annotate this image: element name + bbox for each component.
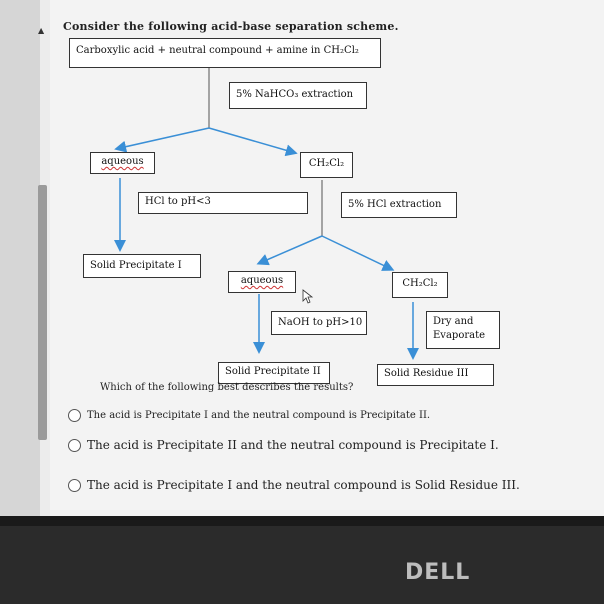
answer-option-2[interactable]: The acid is Precipitate II and the neutr… xyxy=(68,438,499,452)
option-label: The acid is Precipitate I and the neutra… xyxy=(87,410,431,421)
question-prompt: Which of the following best describes th… xyxy=(100,382,354,393)
left-panel xyxy=(0,0,40,520)
acidify-box: HCl to pH<3 xyxy=(138,192,308,214)
radio-button[interactable] xyxy=(68,409,81,422)
flowchart-arrows xyxy=(114,68,419,360)
radio-button[interactable] xyxy=(68,438,81,452)
aqueous2-label: aqueous xyxy=(240,275,284,286)
aqueous1-box: aqueous xyxy=(90,152,155,174)
aqueous2-box: aqueous xyxy=(228,271,296,293)
bezel-edge xyxy=(0,516,604,526)
option-label: The acid is Precipitate I and the neutra… xyxy=(87,478,520,492)
monitor-bezel xyxy=(0,520,604,604)
step1-extraction-box: 5% NaHCO₃ extraction xyxy=(229,82,367,109)
bullet-icon: ▲ xyxy=(38,26,45,35)
monitor-screen: ▲ Consider the following acid-base separ… xyxy=(0,0,604,520)
step2-extraction-box: 5% HCl extraction xyxy=(341,192,457,218)
residue3-box: Solid Residue III xyxy=(377,364,494,386)
basify-box: NaOH to pH>10 xyxy=(271,311,367,335)
aqueous1-label: aqueous xyxy=(101,156,144,167)
answer-option-1[interactable]: The acid is Precipitate I and the neutra… xyxy=(68,409,430,422)
radio-button[interactable] xyxy=(68,478,81,492)
option-label: The acid is Precipitate II and the neutr… xyxy=(87,438,499,452)
answer-option-3[interactable]: The acid is Precipitate I and the neutra… xyxy=(68,478,520,492)
scrollbar[interactable] xyxy=(38,185,47,440)
acidify-label: HCl to pH<3 xyxy=(145,196,211,207)
organic1-box: CH₂Cl₂ xyxy=(300,152,353,178)
precipitate1-box: Solid Precipitate I xyxy=(83,254,201,278)
organic2-box: CH₂Cl₂ xyxy=(392,272,448,298)
start-mixture-box: Carboxylic acid + neutral compound + ami… xyxy=(69,38,381,68)
question-title: Consider the following acid-base separat… xyxy=(63,20,399,33)
dry-evaporate-box: Dry and Evaporate xyxy=(426,311,500,349)
dell-logo: DELL xyxy=(405,560,471,585)
precipitate2-box: Solid Precipitate II xyxy=(218,362,330,384)
